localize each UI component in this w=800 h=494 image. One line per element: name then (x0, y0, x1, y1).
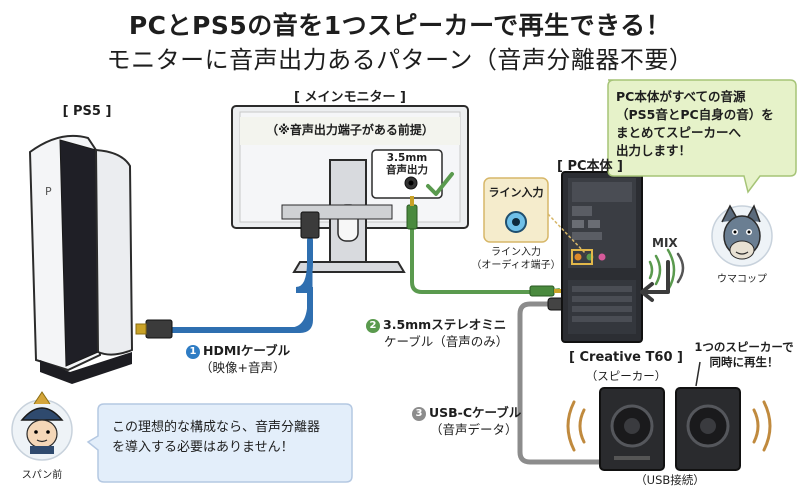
monitor-premise: （※音声出力端子がある前提） (266, 123, 434, 137)
speaker-sublabel: （スピーカー） (585, 369, 667, 383)
stereo-cable (410, 226, 532, 294)
umakopu-speech-line4: 出力します！ (616, 143, 692, 158)
stereo-plug-pc (529, 285, 555, 297)
umakopu-speech-line1: PC本体がすべての音源 (616, 89, 746, 104)
usb-number-badge: 3 (412, 407, 426, 421)
usb-c-cable (517, 301, 603, 465)
check-mark-icon (426, 172, 454, 196)
mix-label: MIX (652, 236, 678, 250)
line-in-desc-line2: （オーディオ端子） (471, 260, 561, 271)
ps5-console-illustration: P (28, 134, 134, 384)
mix-return-arrow-icon (644, 260, 670, 294)
stereo-number-badge: 2 (366, 319, 380, 333)
monitor-port-label-line2: 音声出力 (386, 164, 428, 176)
monitor-port-label-line1: 3.5mm (386, 152, 428, 164)
hdmi-number-badge: 1 (186, 345, 200, 359)
supanmae-speech-line1: この理想的な構成なら、音声分離器 (112, 420, 321, 435)
supanmae-speech-line2: を導入する必要はありません！ (112, 440, 294, 455)
umakopu-avatar (711, 204, 773, 267)
title-line-2: モニターに音声出力あるパターン（音声分離器不要） (106, 46, 694, 74)
stereo-plug-monitor (406, 204, 418, 230)
hdmi-plug-ps5 (145, 319, 173, 339)
title-line-1: PCとPS5の音を1つスピーカーで再生できる！ (128, 11, 672, 40)
umakopu-name: ウマコップ (717, 274, 767, 285)
speaker-note: 1つのスピーカーで 同時に再生！ (690, 340, 798, 370)
supanmae-avatar (11, 391, 73, 461)
hdmi-plug-monitor (300, 211, 320, 239)
pc-tower-illustration (561, 171, 643, 343)
umakopu-speech-bubble (607, 79, 797, 194)
ps5-label: [ PS5 ] (62, 104, 112, 119)
umakopu-speech-text: PC本体がすべての音源 （PS5音とPC自身の音）を まとめてスピーカーへ 出力… (616, 88, 790, 160)
monitor-illustration (231, 105, 469, 273)
line-in-highlight (483, 177, 549, 243)
stereo-cable-desc: ケーブル（音声のみ） (384, 334, 509, 349)
supanmae-speech-bubble (86, 403, 353, 483)
svg-text:P: P (45, 185, 52, 198)
hdmi-cable-name: HDMIケーブル (203, 343, 291, 358)
usb-cable-desc: （音声データ） (430, 422, 518, 437)
speaker-connection: （USB接続） (635, 473, 705, 487)
monitor-label: [ メインモニター ] (294, 90, 406, 105)
hdmi-cable (165, 237, 313, 333)
speaker-illustration (566, 387, 772, 471)
monitor-port-label: 3.5mm 音声出力 (372, 152, 442, 176)
speaker-note-line2: 同時に再生！ (709, 355, 779, 369)
supanmae-name: スパン前 (21, 470, 63, 481)
line-in-description: ライン入力 （オーディオ端子） (466, 246, 566, 272)
pc-label: [ PC本体 ] (556, 159, 623, 174)
line-in-desc-line1: ライン入力 (491, 247, 541, 258)
supanmae-speech-text: この理想的な構成なら、音声分離器 を導入する必要はありません！ (112, 418, 348, 458)
umakopu-speech-line2: （PS5音とPC自身の音）を (616, 107, 774, 122)
usb-cable-name: USB-Cケーブル (429, 405, 522, 420)
hdmi-cable-desc: （映像+音声） (200, 360, 286, 375)
umakopu-speech-line3: まとめてスピーカーへ (616, 125, 742, 140)
speaker-label: [ Creative T60 ] (569, 350, 683, 365)
line-in-title: ライン入力 (488, 186, 544, 199)
stereo-cable-name: 3.5mmステレオミニ (383, 317, 507, 332)
speaker-note-line1: 1つのスピーカーで (694, 340, 794, 354)
